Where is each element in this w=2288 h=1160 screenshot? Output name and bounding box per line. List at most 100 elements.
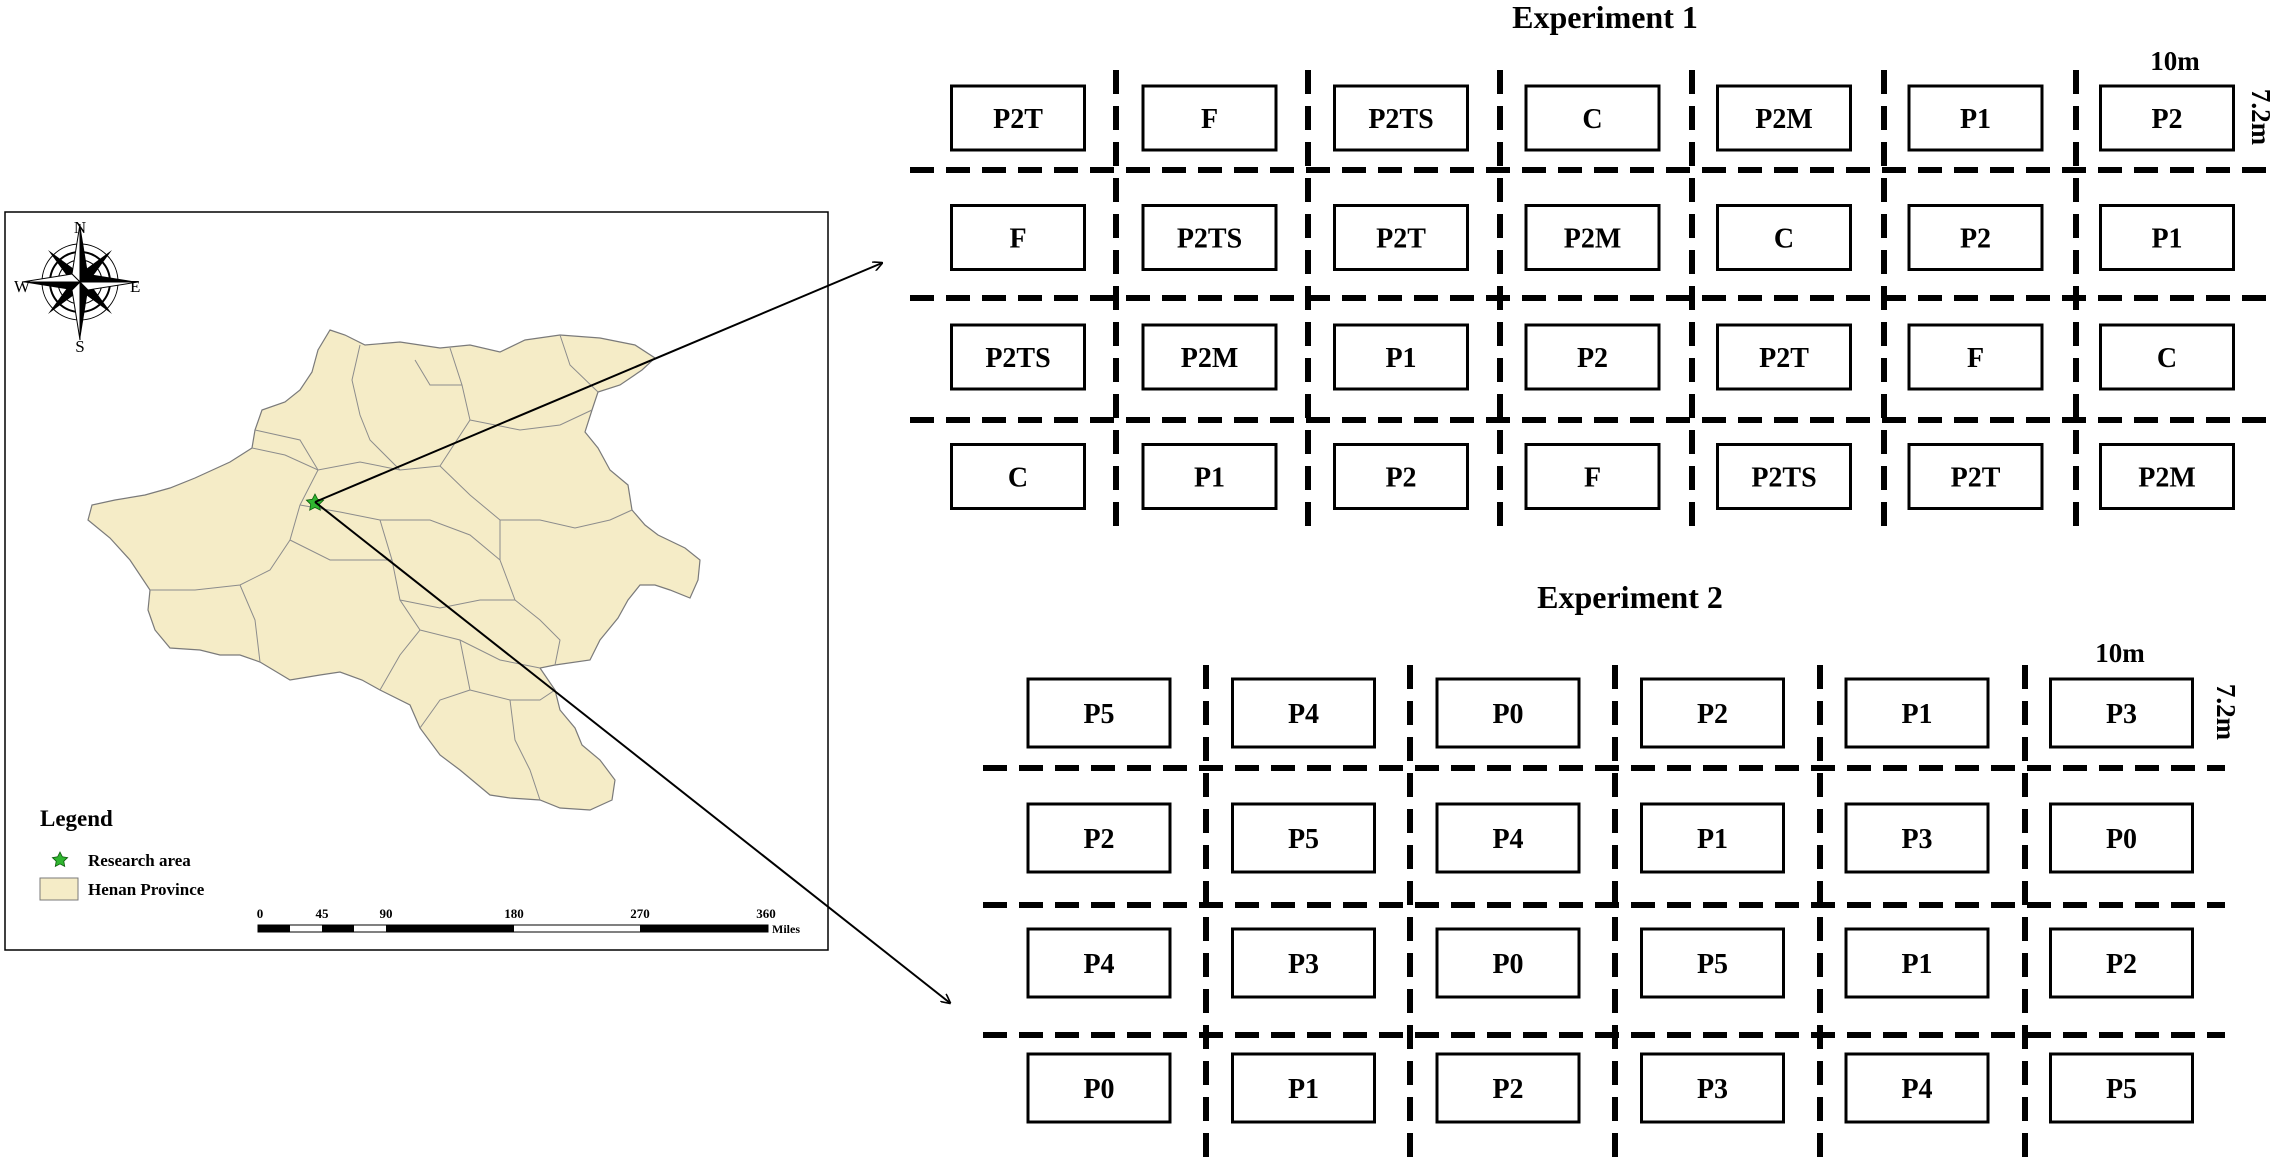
plot-box bbox=[1026, 802, 1172, 874]
plot-cell: P2T bbox=[1333, 204, 1469, 271]
plot-box bbox=[1524, 204, 1661, 271]
plot-box bbox=[950, 204, 1086, 271]
legend-research-area-label: Research area bbox=[88, 851, 191, 870]
plot-treatment-label: P0 bbox=[1492, 699, 1523, 730]
plot-treatment-label: P3 bbox=[2106, 699, 2137, 730]
scale-tick-label: 0 bbox=[257, 906, 264, 921]
plot-cell: P1 bbox=[1844, 927, 1990, 999]
experiment-1-title: Experiment 1 bbox=[1512, 0, 1698, 35]
plot-cell: P2 bbox=[2099, 84, 2235, 152]
scale-tick-label: 360 bbox=[756, 906, 776, 921]
callout-arrow-experiment-2 bbox=[314, 501, 950, 1003]
plot-box bbox=[1435, 927, 1581, 999]
plot-treatment-label: F bbox=[1967, 343, 1984, 374]
experiment-1-grid-lines bbox=[910, 70, 2272, 535]
plot-treatment-label: P5 bbox=[1288, 824, 1319, 855]
legend-title: Legend bbox=[40, 806, 113, 831]
plot-cell: P2M bbox=[2099, 443, 2235, 510]
plot-box bbox=[1141, 323, 1278, 391]
plot-box bbox=[1333, 443, 1469, 510]
compass-north-label: N bbox=[74, 218, 86, 237]
plot-treatment-label: P2TS bbox=[1751, 463, 1816, 494]
plot-treatment-label: P2TS bbox=[985, 343, 1050, 374]
plot-box bbox=[1141, 443, 1278, 510]
plot-box bbox=[950, 84, 1086, 152]
plot-treatment-label: C bbox=[1774, 224, 1794, 255]
plot-box bbox=[2099, 204, 2235, 271]
plot-cell: P2 bbox=[1333, 443, 1469, 510]
plot-box bbox=[1435, 677, 1581, 749]
plot-treatment-label: P1 bbox=[1901, 699, 1932, 730]
plot-treatment-label: P1 bbox=[1960, 104, 1991, 135]
experiment-2-width-label: 10m bbox=[2095, 638, 2145, 668]
plot-cell: P2 bbox=[1907, 204, 2044, 271]
henan-province-map bbox=[87, 329, 701, 811]
plot-cell: P2 bbox=[2049, 927, 2194, 999]
plot-cell: P0 bbox=[1435, 677, 1581, 749]
plot-cell: P1 bbox=[1333, 323, 1469, 391]
plot-cell: C bbox=[950, 443, 1086, 510]
plot-treatment-label: P2 bbox=[2106, 949, 2137, 980]
plot-cell: P3 bbox=[1231, 927, 1376, 999]
plot-cell: P2 bbox=[1435, 1052, 1581, 1124]
plot-cell: C bbox=[2099, 323, 2235, 391]
plot-treatment-label: P2 bbox=[1960, 224, 1991, 255]
plot-box bbox=[1907, 443, 2044, 510]
plot-treatment-label: C bbox=[1582, 104, 1602, 135]
plot-treatment-label: C bbox=[1008, 463, 1028, 494]
plot-cell: P3 bbox=[1640, 1052, 1785, 1124]
plot-treatment-label: P4 bbox=[1492, 824, 1523, 855]
callout-arrow-experiment-1 bbox=[314, 263, 882, 503]
plot-cell: F bbox=[1907, 323, 2044, 391]
plot-cell: P0 bbox=[1435, 927, 1581, 999]
plot-box bbox=[1907, 323, 2044, 391]
plot-cell: P5 bbox=[1231, 802, 1376, 874]
plot-cell: P2T bbox=[950, 84, 1086, 152]
plot-box bbox=[1026, 1052, 1172, 1124]
plot-cell: F bbox=[950, 204, 1086, 271]
plot-box bbox=[1524, 323, 1661, 391]
plot-treatment-label: P2 bbox=[1577, 343, 1608, 374]
plot-treatment-label: P2 bbox=[1492, 1074, 1523, 1105]
plot-treatment-label: P2 bbox=[1697, 699, 1728, 730]
plot-treatment-label: F bbox=[1584, 463, 1601, 494]
plot-cell: P4 bbox=[1844, 1052, 1990, 1124]
plot-cell: P2T bbox=[1716, 323, 1852, 391]
plot-cell: F bbox=[1141, 84, 1278, 152]
plot-cell: P1 bbox=[1907, 84, 2044, 152]
plot-treatment-label: P5 bbox=[1697, 949, 1728, 980]
compass-rose-icon bbox=[21, 223, 139, 341]
plot-treatment-label: P1 bbox=[2151, 224, 2182, 255]
plot-treatment-label: P2 bbox=[1083, 824, 1114, 855]
plot-treatment-label: P1 bbox=[1385, 343, 1416, 374]
plot-treatment-label: P2M bbox=[2138, 463, 2196, 494]
plot-cell: P2TS bbox=[1333, 84, 1469, 152]
scale-tick-label: 180 bbox=[504, 906, 524, 921]
scale-tick-label: 270 bbox=[630, 906, 650, 921]
plot-box bbox=[1435, 802, 1581, 874]
plot-cell: P5 bbox=[1026, 677, 1172, 749]
plot-cell: P5 bbox=[2049, 1052, 2194, 1124]
plot-treatment-label: P3 bbox=[1901, 824, 1932, 855]
plot-box bbox=[1907, 84, 2044, 152]
plot-box bbox=[1141, 84, 1278, 152]
plot-treatment-label: P2T bbox=[993, 104, 1043, 135]
plot-box bbox=[1844, 802, 1990, 874]
plot-treatment-label: P2TS bbox=[1368, 104, 1433, 135]
compass-south-label: S bbox=[75, 337, 84, 356]
plot-treatment-label: P1 bbox=[1901, 949, 1932, 980]
plot-box bbox=[2049, 677, 2194, 749]
plot-box bbox=[2099, 84, 2235, 152]
plot-treatment-label: P2M bbox=[1755, 104, 1813, 135]
plot-box bbox=[1844, 677, 1990, 749]
plot-cell: P4 bbox=[1435, 802, 1581, 874]
plot-treatment-label: P3 bbox=[1288, 949, 1319, 980]
plot-treatment-label: P2T bbox=[1759, 343, 1809, 374]
plot-box bbox=[1026, 677, 1172, 749]
plot-cell: P2T bbox=[1907, 443, 2044, 510]
plot-treatment-label: P0 bbox=[1492, 949, 1523, 980]
plot-box bbox=[1026, 927, 1172, 999]
